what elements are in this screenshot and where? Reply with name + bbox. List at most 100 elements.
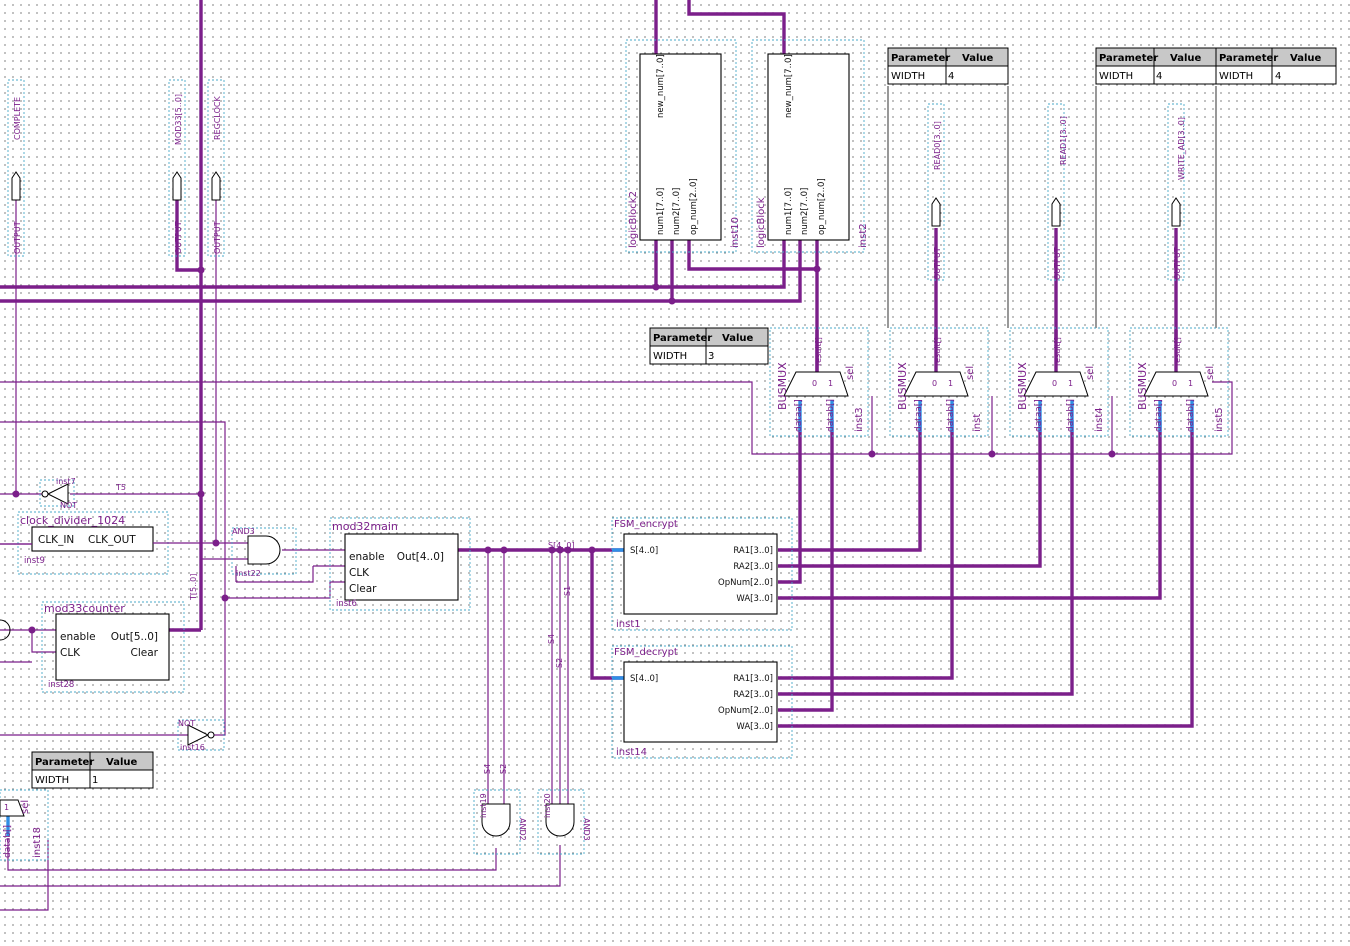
- port-label: 0: [1052, 379, 1057, 388]
- pin-type: OUTPUT: [1053, 247, 1062, 280]
- port-label: RA1[3..0]: [733, 546, 773, 556]
- junction-dot: [197, 266, 205, 274]
- junction-dot: [500, 546, 508, 554]
- port-label: 1: [828, 379, 833, 388]
- port-label: 1: [1068, 379, 1073, 388]
- output-pin-read1[interactable]: READ1[3..0] OUTPUT: [1047, 103, 1068, 281]
- inst-label: inst22: [236, 569, 261, 578]
- busmux-left[interactable]: 1 sel datab[] inst18: [0, 789, 49, 861]
- wire-labels: T5 T[5..0] S[4..0] S1 S2 S4 S2 S4: [115, 483, 575, 774]
- port-label: Clear: [131, 647, 159, 659]
- fsm-encrypt-block[interactable]: FSM_encrypt S[4..0] RA1[3..0] RA2[3..0] …: [611, 517, 793, 631]
- fsm-decrypt-block[interactable]: FSM_decrypt S[4..0] RA1[3..0] RA2[3..0] …: [611, 645, 793, 759]
- port-label: CLK_IN: [38, 534, 74, 546]
- port-label: 0: [1172, 379, 1177, 388]
- mod33counter-block[interactable]: mod33counter enable CLK Out[5..0] Clear …: [41, 601, 185, 693]
- busmux-inst3[interactable]: BUSMUX result[] sel 0 1 dataa[] datab[] …: [769, 327, 869, 437]
- table-cell: 4: [948, 71, 954, 82]
- wire-label: T[5..0]: [189, 574, 198, 601]
- wire: [656, 240, 786, 289]
- port-label: 0: [812, 379, 817, 388]
- wire: [778, 420, 1162, 600]
- port-label: RA1[3..0]: [733, 674, 773, 684]
- table-cell: 3: [708, 351, 714, 362]
- port-label: datab[]: [826, 399, 836, 432]
- param-table-mux5[interactable]: Parameter Value Parameter Value WIDTH 4 …: [1095, 47, 1337, 85]
- port-label: result[]: [933, 337, 942, 366]
- output-pin-read0[interactable]: READ0[3..0] OUTPUT: [927, 103, 945, 281]
- param-table-mux3[interactable]: Parameter Value WIDTH 3: [649, 327, 769, 365]
- inst-label: inst3: [854, 407, 865, 432]
- wire: [0, 421, 226, 598]
- inst-label: inst10: [730, 217, 741, 248]
- port-label: result[]: [814, 337, 823, 366]
- junction-dot: [484, 546, 492, 554]
- pin-type: OUTPUT: [213, 221, 222, 254]
- junction-dot: [212, 539, 220, 547]
- output-pin-regclock[interactable]: REGCLOCK OUTPUT: [207, 79, 225, 257]
- table-header: Value: [962, 53, 993, 64]
- pin-label: REGCLOCK: [213, 96, 222, 140]
- param-table-mux4[interactable]: Parameter Value WIDTH 4: [887, 47, 1009, 85]
- wire: [0, 845, 561, 887]
- not-gate-inst7[interactable]: inst7 NOT: [39, 477, 77, 510]
- port-label: dataa[]: [1154, 399, 1164, 432]
- pin-label: READ0[3..0]: [933, 121, 942, 170]
- inst-label: inst28: [48, 680, 74, 690]
- busmux-inst5[interactable]: BUSMUX result[] sel 0 1 dataa[] datab[] …: [1129, 327, 1229, 437]
- wire: [778, 420, 834, 712]
- junction-dot: [28, 626, 36, 634]
- inst-label: inst16: [180, 743, 205, 752]
- inst-label: inst9: [24, 556, 45, 566]
- port-label: result[]: [1173, 337, 1182, 366]
- port-label: 1: [1188, 379, 1193, 388]
- busmux-inst[interactable]: BUSMUX result[] sel 0 1 dataa[] datab[] …: [889, 327, 989, 437]
- port-label: num1[7..0]: [656, 188, 666, 235]
- table-cell: WIDTH: [35, 775, 69, 786]
- not-gate-inst16[interactable]: NOT inst16: [177, 719, 225, 752]
- port-label: datab[]: [3, 825, 13, 858]
- port-label: dataa[]: [794, 399, 804, 432]
- mux-label: BUSMUX: [896, 362, 909, 410]
- busmux-inst4[interactable]: BUSMUX result[] sel 0 1 dataa[] datab[] …: [1009, 327, 1109, 437]
- table-cell: WIDTH: [1099, 71, 1133, 82]
- output-pin-write-ad[interactable]: WRITE_AD[3..0] OUTPUT: [1167, 103, 1186, 281]
- wire: [225, 581, 346, 599]
- port-label: dataa[]: [1034, 399, 1044, 432]
- port-label: num1[7..0]: [784, 188, 794, 235]
- and2-gate-inst19[interactable]: inst19 AND2: [473, 789, 527, 855]
- port-label: datab[]: [1066, 399, 1076, 432]
- junction-dot: [652, 283, 660, 291]
- logic-block-2[interactable]: new_num[7..0] num1[7..0] num2[7..0] op_n…: [625, 39, 741, 253]
- output-pin-mod33[interactable]: MOD33[5..0] OUTPUT: [168, 79, 186, 257]
- mux-label: BUSMUX: [1136, 362, 1149, 410]
- inst-label: inst5: [1214, 407, 1225, 432]
- wire: [236, 565, 346, 583]
- inst-label: inst6: [336, 599, 357, 609]
- wire-label: S2: [555, 658, 564, 668]
- clock-divider-block[interactable]: clock_divider_1024 CLK_IN CLK_OUT inst9: [0, 511, 186, 575]
- wire: [778, 420, 922, 552]
- param-table-left[interactable]: Parameter Value WIDTH 1: [31, 751, 154, 789]
- port-label: enable: [60, 631, 96, 643]
- wire: [214, 598, 226, 736]
- junction-dot: [556, 546, 564, 554]
- wire-label: S4: [547, 634, 556, 644]
- mod32main-block[interactable]: mod32main enable CLK Clear Out[4..0] ins…: [329, 517, 471, 611]
- wire-label: S1: [563, 586, 572, 596]
- logic-block-1[interactable]: new_num[7..0] num1[7..0] num2[7..0] op_n…: [751, 39, 869, 253]
- port-label: OpNum[2..0]: [718, 578, 773, 588]
- and3-gate-inst22[interactable]: AND3 inst22: [231, 527, 297, 578]
- wire: [0, 840, 49, 911]
- wire: [175, 200, 201, 272]
- table-header: Parameter: [1099, 53, 1158, 64]
- port-label: S[4..0]: [630, 546, 658, 556]
- inst-label: inst: [972, 414, 983, 432]
- and3-gate-inst20[interactable]: inst20 AND3: [537, 789, 591, 855]
- table-cell: WIDTH: [891, 71, 925, 82]
- block-title: clock_divider_1024: [20, 514, 125, 527]
- table-header: Value: [106, 757, 137, 768]
- port-label: Out[4..0]: [397, 551, 444, 563]
- output-pin-complete[interactable]: COMPLETE OUTPUT: [7, 79, 25, 257]
